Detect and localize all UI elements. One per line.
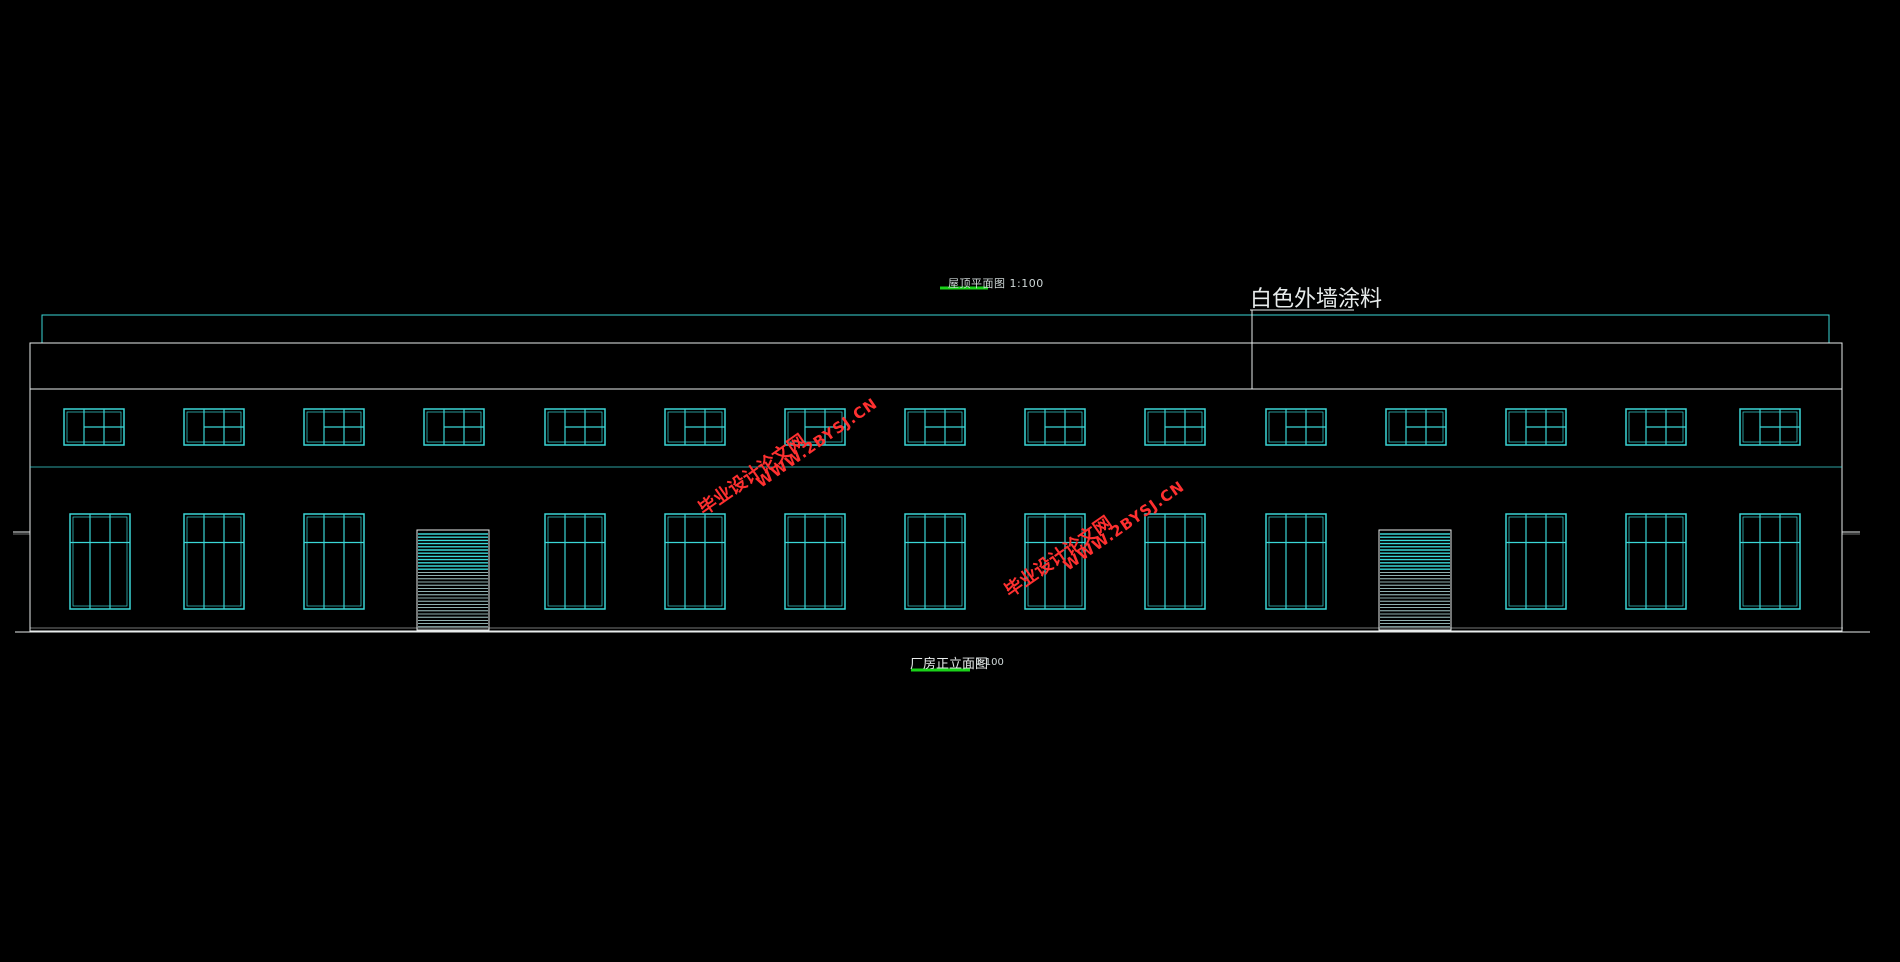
upper-window: [664, 408, 726, 446]
lower-window: [1265, 513, 1327, 610]
lower-window: [1024, 513, 1086, 610]
upper-window: [1144, 408, 1206, 446]
lower-window: [1625, 513, 1687, 610]
upper-window: [1385, 408, 1447, 446]
lower-window: [1739, 513, 1801, 610]
lower-window: [544, 513, 606, 610]
upper-window: [303, 408, 365, 446]
lower-window: [904, 513, 966, 610]
upper-window: [1625, 408, 1687, 446]
lower-window: [784, 513, 846, 610]
upper-window: [904, 408, 966, 446]
upper-window: [183, 408, 245, 446]
upper-window: [423, 408, 485, 446]
main-facade: [29, 342, 1843, 632]
lower-window: [1144, 513, 1206, 610]
rolling-shutter-door: [416, 529, 490, 631]
upper-window: [1505, 408, 1567, 446]
top-caption: 屋顶平面图 1:100: [948, 277, 1044, 290]
material-note: 白色外墙涂料: [1250, 287, 1383, 312]
drawing-scale: 1:100: [975, 657, 1004, 668]
rolling-shutter-door: [1378, 529, 1452, 631]
upper-window: [1265, 408, 1327, 446]
upper-window: [784, 408, 846, 446]
upper-windows: [63, 408, 1801, 446]
lower-openings: [69, 513, 1801, 631]
lower-window: [303, 513, 365, 610]
upper-window: [1739, 408, 1801, 446]
lower-window: [664, 513, 726, 610]
lower-window: [1505, 513, 1567, 610]
upper-window: [544, 408, 606, 446]
lower-window: [69, 513, 131, 610]
upper-window: [1024, 408, 1086, 446]
drawing-title: 厂房正立面图: [910, 657, 989, 672]
building-outline: [13, 309, 1870, 633]
upper-window: [63, 408, 125, 446]
parapet: [41, 314, 1830, 344]
lower-window: [183, 513, 245, 610]
